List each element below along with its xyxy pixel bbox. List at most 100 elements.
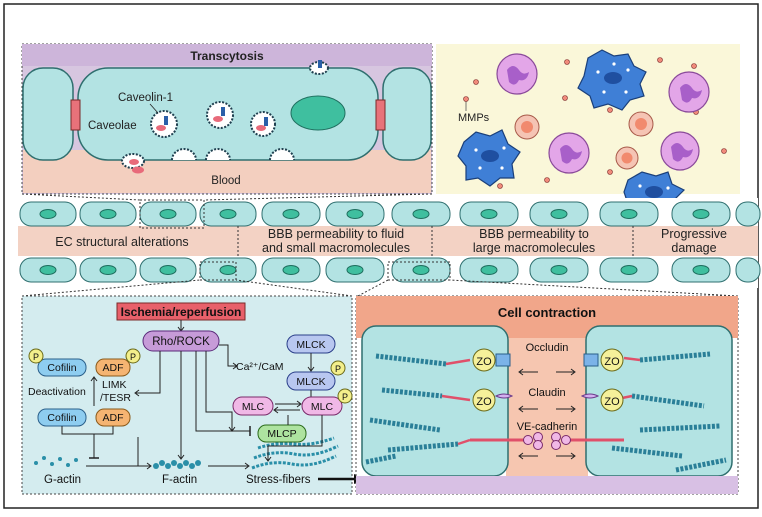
mmps-label: MMPs	[458, 112, 490, 124]
caveola-pit	[269, 148, 295, 161]
zo-badge	[472, 348, 496, 372]
bracket	[61, 426, 114, 435]
occludin-label: Occludin	[526, 342, 569, 354]
nucleus	[290, 95, 346, 131]
arrow	[136, 351, 161, 394]
zoom-line	[21, 279, 201, 297]
phospho-label: P	[335, 364, 341, 374]
cargo-molecule	[318, 60, 322, 68]
vessel-band: EC structural alterations BBB permeabili…	[18, 193, 761, 297]
cargo-molecule	[221, 107, 225, 116]
stage-label-2b: and small macromolecules	[262, 241, 410, 255]
g-actin-label: G-actin	[44, 474, 81, 486]
mlck-top-label: MLCK	[296, 339, 325, 351]
phospho-badge	[330, 360, 346, 376]
cargo-molecule	[264, 117, 268, 126]
inhibition-line	[195, 351, 250, 432]
ve-cadherin-label: VE-cadherin	[517, 421, 578, 433]
zo-badge	[600, 388, 624, 412]
cofilin-bottom-label: Cofilin	[47, 412, 76, 424]
zoom-box-bottom-left	[199, 261, 237, 281]
stage-label-1: EC structural alterations	[55, 235, 188, 249]
stage-label-3b: large macromolecules	[473, 241, 595, 255]
arrowhead	[244, 462, 250, 470]
zoom-box-top	[139, 199, 205, 229]
signaling-panel: Ischemia/reperfusion Rho/ROCK Cofilin P …	[21, 295, 364, 495]
adf-bottom-label: ADF	[103, 412, 124, 424]
neutrophil-cells	[496, 53, 710, 174]
arrow	[205, 351, 233, 430]
transcytosis-header	[22, 44, 432, 66]
zo-badge	[472, 388, 496, 412]
mmp-particles	[463, 57, 727, 189]
ischemia-label: Ischemia/reperfusion	[121, 305, 242, 319]
stress-fibers-label: Stress-fibers	[246, 474, 311, 486]
intercellular-gap	[506, 338, 588, 478]
stage-label-4a: Progressive	[661, 227, 727, 241]
stage-label-2a: BBB permeability to fluid	[268, 227, 404, 241]
zo-label: ZO	[476, 396, 492, 408]
stage-label-3a: BBB permeability to	[479, 227, 589, 241]
endothelial-cell-right	[382, 67, 432, 161]
zo-badge	[600, 348, 624, 372]
transcytosis-panel: Transcytosis	[21, 43, 433, 195]
red-blood-cells	[514, 111, 654, 170]
cargo-molecule	[213, 116, 223, 122]
endothelial-cell-left	[22, 67, 74, 161]
cargo-molecule	[132, 166, 144, 174]
arrowhead	[90, 376, 98, 382]
caveolin-label: Caveolin-1	[118, 92, 173, 104]
mlc-left-node	[232, 396, 274, 416]
caveolin-leader	[149, 103, 159, 114]
rho-rock-label: Rho/ROCK	[152, 336, 210, 348]
cargo-molecule	[256, 125, 266, 131]
mlck-label: MLCK	[296, 376, 325, 388]
arrowhead	[273, 406, 279, 414]
endothelial-row-top	[19, 201, 761, 227]
zo-label: ZO	[604, 396, 620, 408]
phospho-badge	[28, 348, 44, 364]
arrowhead	[146, 462, 152, 470]
contraction-panel: Cell contraction ZO ZO	[355, 295, 739, 495]
caveola-vesicle	[206, 101, 234, 129]
caveolae-label: Caveolae	[88, 120, 137, 132]
limk-label-1: LIMK	[102, 379, 127, 391]
inflammation-panel: MMPs	[436, 44, 740, 235]
vessel-lumen	[18, 226, 758, 256]
caveola-pit	[171, 148, 197, 161]
cofilin-top-label: Cofilin	[47, 362, 76, 374]
cargo-molecule	[164, 116, 168, 125]
actin-fibers-left	[365, 353, 471, 465]
zo-label: ZO	[476, 356, 492, 368]
arrowhead	[307, 366, 315, 372]
arrowhead	[296, 400, 302, 408]
arrow	[267, 415, 323, 460]
cofilin-top-node	[37, 358, 87, 377]
arrowhead	[232, 362, 238, 370]
arrowhead	[177, 454, 185, 460]
arrow	[219, 344, 236, 367]
zoom-line	[235, 279, 353, 297]
claudin-protein	[494, 393, 600, 399]
mlcp-node	[257, 424, 307, 443]
f-actin-filament	[153, 460, 201, 469]
phospho-label: P	[33, 352, 39, 362]
ve-cadherin-protein	[470, 432, 624, 450]
caveola-vesicle	[250, 111, 276, 137]
deactivation-label: Deactivation	[28, 386, 86, 398]
occludin-protein	[495, 353, 599, 367]
adf-top-label: ADF	[103, 362, 124, 374]
blood-label: Blood	[211, 175, 240, 187]
phospho-label: P	[342, 392, 348, 402]
contraction-title: Cell contraction	[498, 305, 596, 320]
arrowhead	[264, 456, 272, 462]
mlcp-label: MLCP	[267, 428, 296, 440]
zo-label: ZO	[604, 356, 620, 368]
transcytosis-title: Transcytosis	[190, 49, 264, 63]
adf-top-node	[95, 358, 131, 377]
actin-fibers-right	[611, 351, 727, 473]
cargo-molecule	[156, 125, 166, 131]
claudin-label: Claudin	[528, 387, 565, 399]
